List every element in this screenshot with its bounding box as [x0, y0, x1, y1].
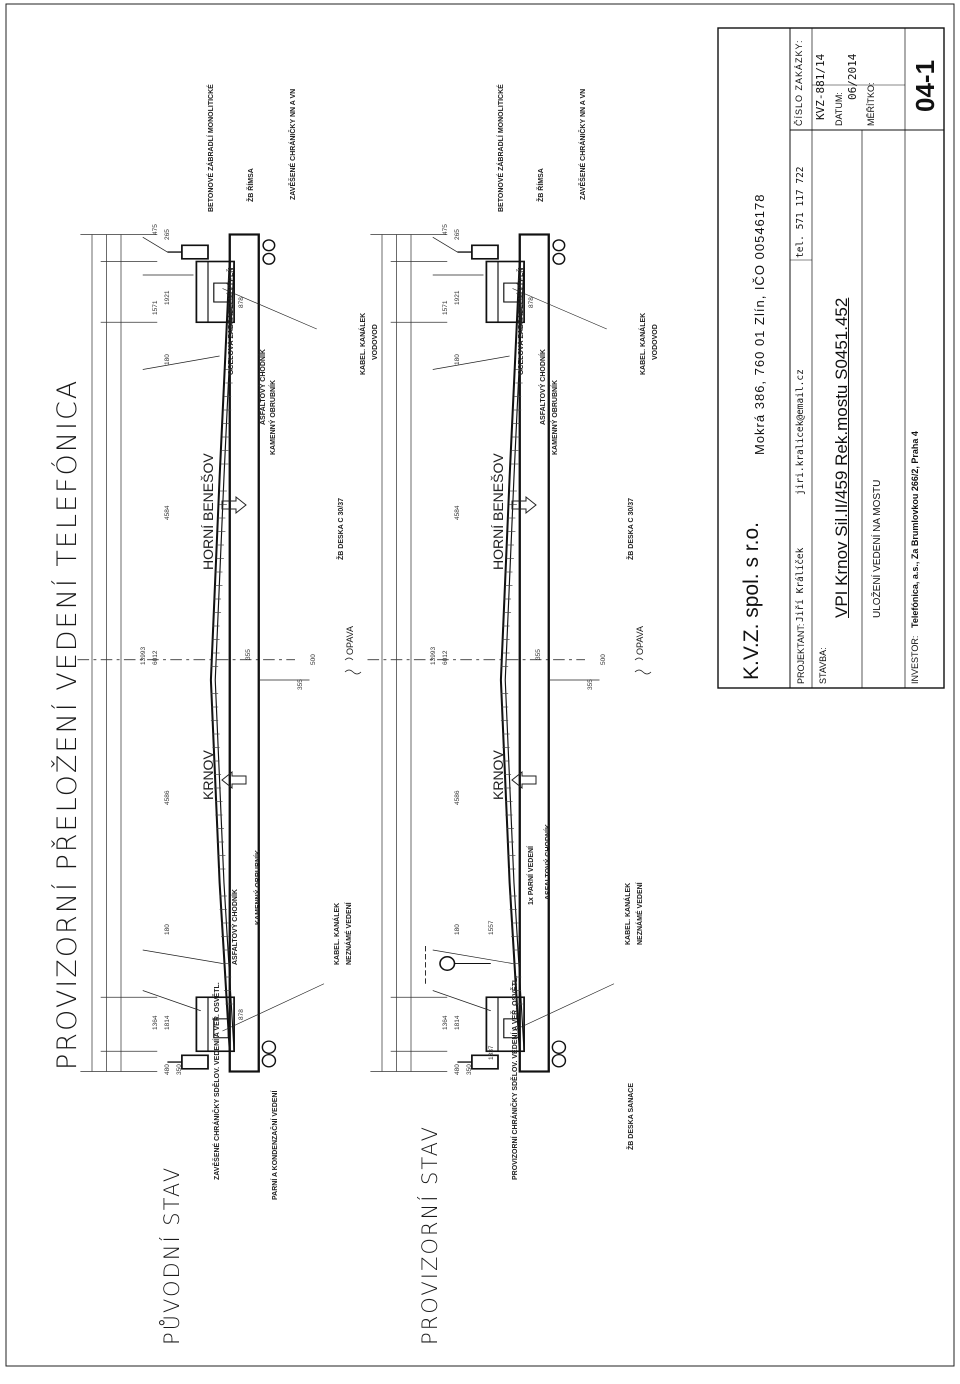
dim-right-edge-1: 475	[152, 224, 159, 235]
label-concrete-barrier-2: BETONOVÉ ZÁBRADLÍ MONOLITICKÉ	[498, 84, 505, 212]
dim-total-2: 13993	[430, 646, 437, 665]
direction-krnov-1: KRNOV	[200, 750, 216, 800]
dim-left-span-2: 4586	[454, 790, 461, 805]
dim-right-edge-b-1: 265	[164, 229, 171, 240]
dim-right-walk-1: 1571	[152, 300, 159, 315]
drawing-title: PROVIZORNÍ PŘELOŽENÍ VEDENÍ TELEFÓNICA	[52, 378, 83, 1070]
label-railing-left-1: ZAVĚŠENÉ CHRÁNIČKY SDĚLOV. VEDENÍ A VEŘ.…	[214, 982, 221, 1180]
tb-subject: ULOŽENÍ VEDENÍ NA MOSTU	[872, 479, 883, 618]
dim-right-span-1: 4584	[164, 505, 171, 520]
label-beam-1: ŽB ŘÍMSA	[248, 168, 255, 202]
label-water-2: VODOVOD	[652, 324, 659, 360]
label-hot-water-1: PARNÍ A KONDENZAČNÍ VEDENÍ	[272, 1090, 279, 1200]
section-caption-original: PŮVODNÍ STAV	[160, 1165, 184, 1345]
dim-left-walk-c-1: 180	[164, 924, 171, 935]
dim-left-edge-1: 480	[164, 1064, 171, 1075]
tb-sheet-no: 04-1	[910, 59, 940, 112]
tb-order-label: ČÍSLO ZAKÁZKY:	[794, 39, 804, 126]
label-steel-rail-2: OCELOVÁ ZÁBRADELNÍ VÝPLŇ	[518, 267, 525, 375]
dim-left-span-1: 4586	[164, 790, 171, 805]
label-cable-duct-r-2: KABEL. KANÁLEK	[640, 312, 647, 375]
label-beam-2: ŽB ŘÍMSA	[538, 168, 545, 202]
tb-designer-label: PROJEKTANT:	[796, 623, 806, 684]
dim-center-c-1: 355	[297, 679, 304, 690]
label-asphalt-walk-r-1: ASFALTOVÝ CHODNÍK	[260, 349, 267, 425]
dim-center-a-1: 355	[245, 649, 252, 660]
label-unknown-1: NEZNÁMÉ VEDENÍ	[346, 902, 353, 965]
dim-left-edge-b-1: 350	[176, 1064, 183, 1075]
label-concrete-barrier-1: BETONOVÉ ZÁBRADLÍ MONOLITICKÉ	[208, 84, 215, 212]
dim-misc-d-2: 1557	[488, 920, 495, 935]
label-railing-right-1: ZAVĚŠENÉ CHRÁNIČKY NN A VN	[290, 88, 297, 200]
dim-center-b-2: 500	[600, 654, 607, 665]
dim-center-a-2: 355	[535, 649, 542, 660]
label-stone-curb-r-1: KAMENNÝ OBRUBNÍK	[270, 379, 277, 455]
label-cable-duct-2: KABEL. KANÁLEK	[625, 882, 632, 945]
label-slab-1: ŽB DESKA C 30/37	[338, 498, 345, 560]
tb-stavba-label: STAVBA:	[818, 647, 828, 684]
tb-company: K.V.Z. spol. s r.o.	[740, 522, 763, 680]
dim-right-edge-b-2: 265	[454, 229, 461, 240]
dim-right-span-2: 4584	[454, 505, 461, 520]
tb-date: 06/2014	[846, 53, 859, 100]
tb-investor-label: INVESTOR:	[910, 635, 920, 684]
tb-order: KVZ-881/14	[814, 53, 827, 120]
tb-address: Mokrá 386, 760 01 Zlín, IČO 00546178	[752, 193, 767, 455]
tb-stavba: VPI Krnov Sil.II/459 Rek.mostu S0451.452	[832, 297, 851, 618]
dim-left-walk-2: 1364	[442, 1015, 449, 1030]
dim-half-2: 6012	[442, 650, 449, 665]
dim-right-walk-c-1: 180	[164, 354, 171, 365]
dim-misc-b-1: 878	[238, 297, 245, 308]
direction-krnov-2: KRNOV	[490, 750, 506, 800]
dim-center-c-2: 355	[587, 679, 594, 690]
label-prov-holders-2: PROVIZORNÍ CHRÁNIČKY SDĚLOV. VEDENÍ A VE…	[512, 975, 519, 1180]
label-steam-2: 1x PARNÍ VEDENÍ	[528, 846, 535, 905]
dim-center-b-1: 500	[310, 654, 317, 665]
dim-misc-e-2: 878	[528, 297, 535, 308]
label-slab-sanace-2: ŽB DESKA SANACE	[628, 1082, 635, 1150]
dim-left-edge-b-2: 350	[466, 1064, 473, 1075]
tb-investor: Telefónica, a.s., Za Brumlovkou 266/2, P…	[910, 431, 920, 628]
dim-left-walk-1: 1364	[152, 1015, 159, 1030]
river-label-2: OPAVA	[635, 625, 645, 655]
direction-benesov-1: HORNÍ BENEŠOV	[200, 453, 216, 570]
label-stone-curb-r-2: KAMENNÝ OBRUBNÍK	[552, 379, 559, 455]
dim-right-walk-c-2: 180	[454, 354, 461, 365]
direction-benesov-2: HORNÍ BENEŠOV	[490, 453, 506, 570]
dim-right-edge-2: 475	[442, 224, 449, 235]
label-slab-2: ŽB DESKA C 30/37	[628, 498, 635, 560]
label-steel-rail-1: OCELOVÁ ZÁBRADELNÍ VÝPLŇ	[228, 267, 235, 375]
dim-left-walk-c-2: 180	[454, 924, 461, 935]
dim-right-walk-b-1: 1921	[164, 290, 171, 305]
dim-total-1: 13993	[140, 646, 147, 665]
label-stone-curb-1: KAMENNÝ OBRUBNÍK	[255, 849, 262, 925]
dim-left-edge-2: 480	[454, 1064, 461, 1075]
dim-misc-c-2: 1337	[488, 1045, 495, 1060]
river-label-1: OPAVA	[345, 625, 355, 655]
tb-email: jiri.kralicek@email.cz	[795, 369, 806, 495]
dim-misc-a-1: 878	[238, 1009, 245, 1020]
tb-scale-label: MĚŘÍTKO:	[866, 82, 876, 126]
dim-right-walk-b-2: 1921	[454, 290, 461, 305]
label-cable-duct-1: KABEL. KANÁLEK	[334, 902, 341, 965]
label-water-1: VODOVOD	[372, 324, 379, 360]
tb-phone: tel. 571 117 722	[795, 166, 806, 258]
dim-half-1: 6012	[152, 650, 159, 665]
label-railing-right-2: ZAVĚŠENÉ CHRÁNIČKY NN A VN	[580, 88, 587, 200]
label-asphalt-walk-2: ASFALTOVÝ CHODNÍK	[545, 824, 552, 900]
tb-designer: Jiří Králíček	[795, 547, 806, 622]
label-asphalt-walk-r-2: ASFALTOVÝ CHODNÍK	[540, 349, 547, 425]
dim-left-walk-b-1: 1814	[164, 1015, 171, 1030]
section-caption-provisional: PROVIZORNÍ STAV	[418, 1125, 442, 1345]
dim-right-walk-2: 1571	[442, 300, 449, 315]
dim-left-walk-b-2: 1814	[454, 1015, 461, 1030]
label-asphalt-walk-1: ASFALTOVÝ CHODNÍK	[232, 889, 239, 965]
label-unknown-2: NEZNÁMÉ VEDENÍ	[637, 882, 644, 945]
tb-date-label: DATUM:	[834, 92, 844, 126]
label-cable-duct-r-1: KABEL. KANÁLEK	[360, 312, 367, 375]
